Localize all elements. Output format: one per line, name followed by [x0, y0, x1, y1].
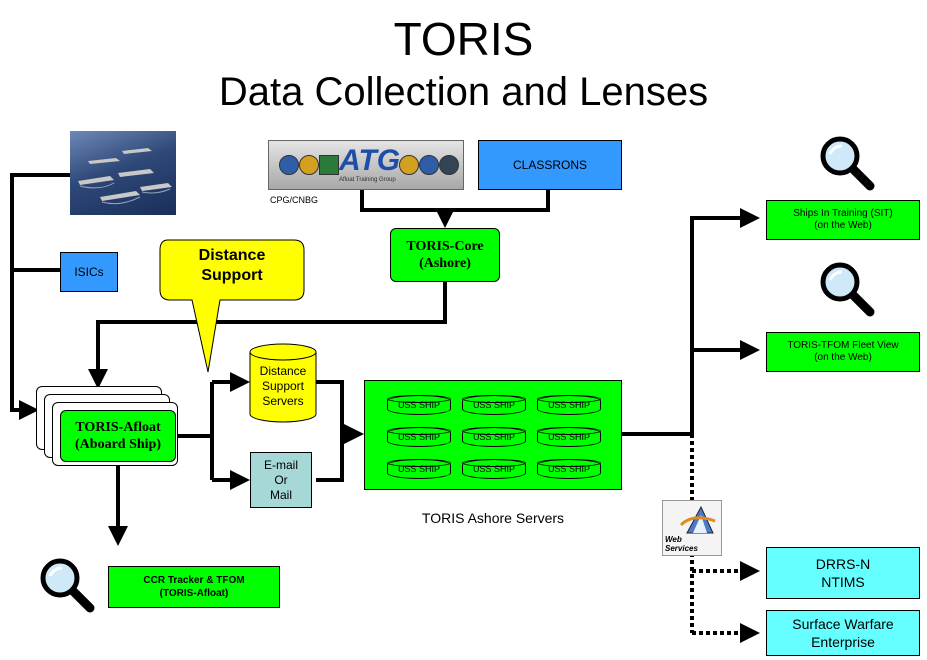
email-box: E-mail Or Mail: [250, 452, 312, 508]
dss-line3: Servers: [262, 394, 304, 408]
ship-server: USS SHIP: [462, 459, 526, 479]
distance-support-callout-text: Distance Support: [160, 246, 304, 286]
line-core-to-afloat: [88, 282, 447, 389]
line-ships-to-afloat: [10, 173, 70, 420]
ship-server: USS SHIP: [537, 459, 601, 479]
distance-support-callout-line1: Distance: [198, 247, 266, 264]
sit-line1: Ships In Training (SIT): [793, 208, 893, 219]
magnifier-icon: [818, 260, 876, 318]
classrons-label: CLASSRONS: [512, 158, 588, 172]
toris-afloat-line1: TORIS-Afloat: [75, 420, 161, 435]
cpg-label: CPG/CNBG: [270, 195, 319, 205]
atg-logo-text: ATG: [339, 144, 401, 177]
isics-box: ISICs: [60, 252, 118, 292]
toris-core-line1: TORIS-Core: [406, 239, 484, 254]
fleet-view-line2: (on the Web): [814, 352, 872, 363]
ashore-servers-caption: TORIS Ashore Servers: [421, 510, 565, 526]
ccr-tracker-box: CCR Tracker & TFOM (TORIS-Afloat): [108, 566, 280, 608]
sit-line2: (on the Web): [814, 220, 872, 231]
emblem-icon: [299, 155, 319, 175]
emblem-icon: [399, 155, 419, 175]
distance-support-servers-text: Distance Support Servers: [250, 364, 316, 409]
email-line1: E-mail: [263, 457, 298, 472]
toris-core-line2: (Ashore): [419, 256, 471, 271]
ccr-line2: (TORIS-Afloat): [159, 588, 229, 599]
ship-server: USS SHIP: [387, 427, 451, 447]
dss-line2: Support: [261, 379, 305, 393]
fleet-view-box: TORIS-TFOM Fleet View (on the Web): [766, 332, 920, 372]
drrs-box: DRRS-N NTIMS: [766, 547, 920, 599]
toris-afloat-line2: (Aboard Ship): [75, 437, 161, 452]
line-merge: [316, 380, 344, 482]
dss-line1: Distance: [259, 364, 307, 378]
email-line3: Mail: [269, 487, 292, 502]
page-subtitle: Data Collection and Lenses: [218, 70, 709, 114]
email-line2: Or: [274, 472, 288, 487]
ship-server: USS SHIP: [387, 395, 451, 415]
page-title: TORIS: [393, 13, 534, 65]
distance-support-callout-line2: Support: [201, 267, 263, 284]
distance-support-servers-cylinder: [249, 343, 317, 423]
ships-in-training-box: Ships In Training (SIT) (on the Web): [766, 200, 920, 240]
ship-server: USS SHIP: [462, 395, 526, 415]
line-to-sit: [690, 208, 760, 434]
emblem-icon: [439, 155, 459, 175]
ship-server: USS SHIP: [387, 459, 451, 479]
ccr-line1: CCR Tracker & TFOM: [143, 575, 245, 586]
swe-line2: Enterprise: [811, 634, 875, 650]
ship-server: USS SHIP: [462, 427, 526, 447]
emblem-icon: [419, 155, 439, 175]
drrs-line1: DRRS-N: [815, 556, 871, 572]
classrons-box: CLASSRONS: [478, 140, 622, 190]
swe-line1: Surface Warfare: [792, 616, 894, 632]
fleet-view-line1: TORIS-TFOM Fleet View: [787, 340, 899, 351]
toris-core-box: TORIS-Core (Ashore): [390, 228, 500, 282]
emblem-icon: [319, 155, 339, 175]
surface-warfare-box: Surface Warfare Enterprise: [766, 610, 920, 656]
web-services-icon: Web Services: [662, 500, 722, 556]
line-atg-classrons: [360, 190, 550, 212]
emblem-icon: [279, 155, 299, 175]
distance-support-callout: [159, 239, 305, 373]
ship-photo: [70, 131, 176, 215]
ashore-servers-box: USS SHIP USS SHIP USS SHIP USS SHIP USS …: [364, 380, 622, 490]
ship-server: USS SHIP: [537, 395, 601, 415]
magnifier-icon: [38, 556, 96, 614]
web-services-label: Web Services: [665, 535, 698, 553]
atg-logo: ATG Afloat Training Group: [268, 140, 464, 190]
toris-afloat-box: TORIS-Afloat (Aboard Ship): [60, 410, 176, 462]
ship-server: USS SHIP: [537, 427, 601, 447]
isics-label: ISICs: [74, 265, 104, 279]
drrs-line2: NTIMS: [821, 574, 865, 590]
atg-logo-caption: Afloat Training Group: [339, 177, 396, 183]
magnifier-icon: [818, 134, 876, 192]
